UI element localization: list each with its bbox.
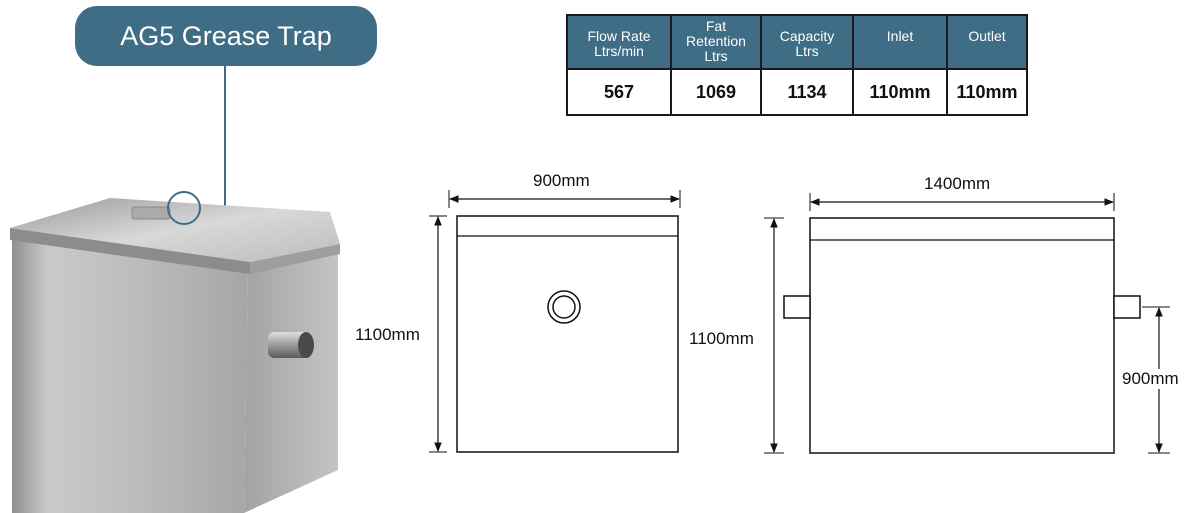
header-inlet: Inlet xyxy=(852,14,948,70)
spec-table: Flow Rate Ltrs/min Fat Retention Ltrs Ca… xyxy=(566,14,1028,116)
side-view-outline xyxy=(809,217,1115,454)
header-outlet: Outlet xyxy=(946,14,1028,70)
trap-front-face xyxy=(12,238,248,513)
spec-value-row: 567 1069 1134 110mm 110mm xyxy=(566,68,1028,116)
front-view xyxy=(429,190,681,453)
value-capacity: 1134 xyxy=(760,68,854,116)
header-capacity: Capacity Ltrs xyxy=(760,14,854,70)
product-title: AG5 Grease Trap xyxy=(75,6,377,66)
front-width-label: 900mm xyxy=(533,171,590,190)
trap-lid xyxy=(10,198,340,262)
front-view-outlet-circle xyxy=(547,290,581,324)
spec-header-row: Flow Rate Ltrs/min Fat Retention Ltrs Ca… xyxy=(566,14,1028,70)
header-fat-retention: Fat Retention Ltrs xyxy=(670,14,762,70)
lid-callout-circle xyxy=(167,191,201,225)
value-inlet: 110mm xyxy=(852,68,948,116)
trap-side-face xyxy=(244,248,338,513)
value-flow-rate: 567 xyxy=(566,68,672,116)
value-outlet: 110mm xyxy=(946,68,1028,116)
side-view xyxy=(764,193,1170,454)
front-height-label: 1100mm xyxy=(355,325,420,344)
side-view-inlet-pipe xyxy=(783,295,811,319)
front-view-outline xyxy=(456,215,679,453)
value-fat-retention: 1069 xyxy=(670,68,762,116)
side-width-label: 1400mm xyxy=(924,174,991,193)
side-view-outlet-pipe xyxy=(1113,295,1141,319)
header-flow-rate: Flow Rate Ltrs/min xyxy=(566,14,672,70)
side-height-label: 1100mm xyxy=(689,329,754,348)
outlet-height-label: 900mm xyxy=(1120,369,1181,389)
